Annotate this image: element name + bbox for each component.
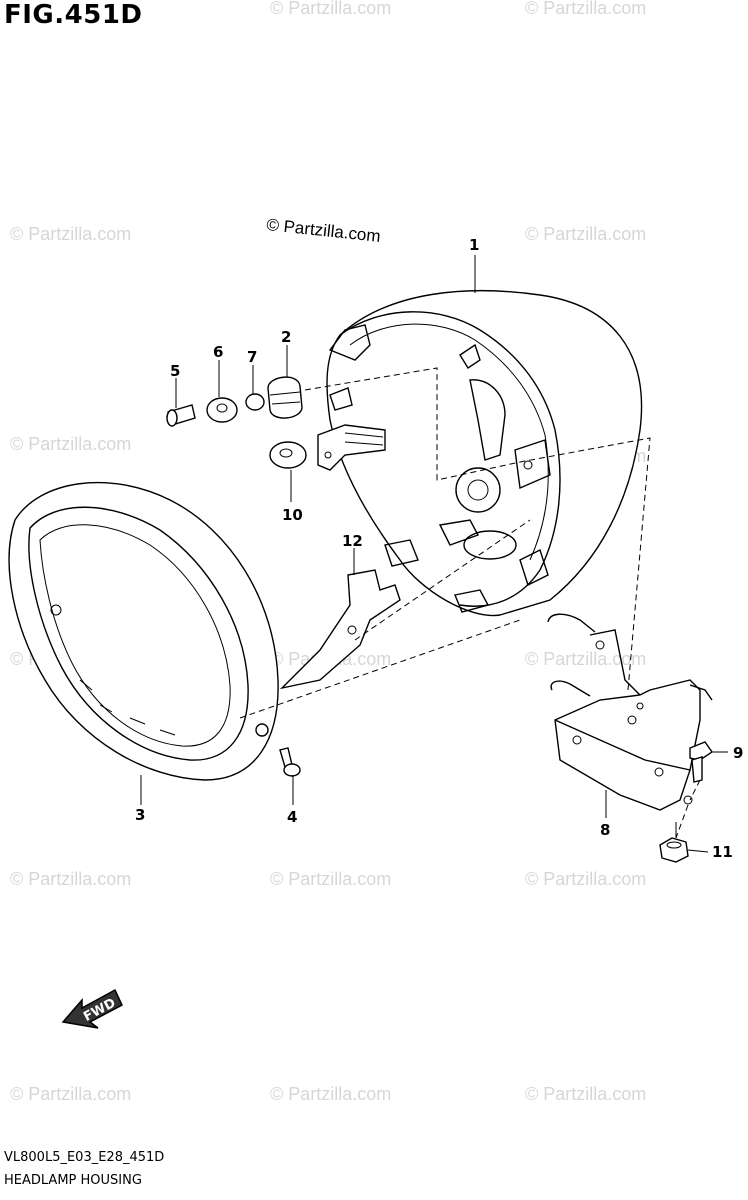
watermark: © Partzilla.com [270, 1084, 391, 1104]
diagram-code: VL800L5_E03_E28_451D [4, 1150, 165, 1165]
watermark: © Partzilla.com [10, 1084, 131, 1104]
callout-3: 3 [135, 806, 145, 824]
screw-4-part [279, 747, 301, 777]
headlamp-rim-part [8, 481, 279, 781]
watermark: © Partzilla.com [525, 869, 646, 889]
bracket-12-part [279, 569, 401, 690]
callout-8: 8 [600, 821, 610, 839]
headlamp-bracket-part [547, 613, 713, 811]
callout-6: 6 [213, 343, 223, 361]
diagram-caption: HEADLAMP HOUSING [4, 1173, 142, 1188]
collar-7-part [245, 393, 265, 411]
nut-11-part [659, 837, 689, 863]
callout-10: 10 [282, 506, 303, 524]
callout-9: 9 [733, 744, 743, 762]
callout-11: 11 [712, 843, 733, 861]
watermark: © Partzilla.com [10, 869, 131, 889]
partzilla-banner: © Partzilla.com [266, 215, 382, 246]
callout-4: 4 [287, 808, 297, 826]
callout-1: 1 [469, 236, 479, 254]
watermark: © Partzilla.com [10, 224, 131, 244]
screw-5-part [166, 404, 196, 427]
watermark: © Partzilla.com [525, 224, 646, 244]
watermark: © Partzilla.com [270, 0, 391, 18]
callout-2: 2 [281, 328, 291, 346]
cushion-10-part [269, 441, 307, 469]
callout-labels: 1 2 3 4 5 6 7 8 9 10 11 12 [135, 236, 743, 861]
watermark: © Partzilla.com [525, 0, 646, 18]
headlamp-housing-part [317, 289, 643, 617]
callout-5: 5 [170, 362, 180, 380]
washer-6-part [206, 397, 238, 423]
figure-title: FIG.451D [4, 0, 143, 30]
watermark: © Partzilla.com [10, 434, 131, 454]
watermark: © Partzilla.com [270, 869, 391, 889]
bolt-9-part [689, 741, 713, 783]
watermark: © Partzilla.com [525, 649, 646, 669]
watermark: © Partzilla.com [525, 1084, 646, 1104]
leader-lines [140, 255, 728, 853]
grommet-2-part [267, 376, 303, 419]
forward-direction-arrow: FWD [61, 988, 123, 1029]
callout-7: 7 [247, 348, 257, 366]
callout-12: 12 [342, 532, 363, 550]
